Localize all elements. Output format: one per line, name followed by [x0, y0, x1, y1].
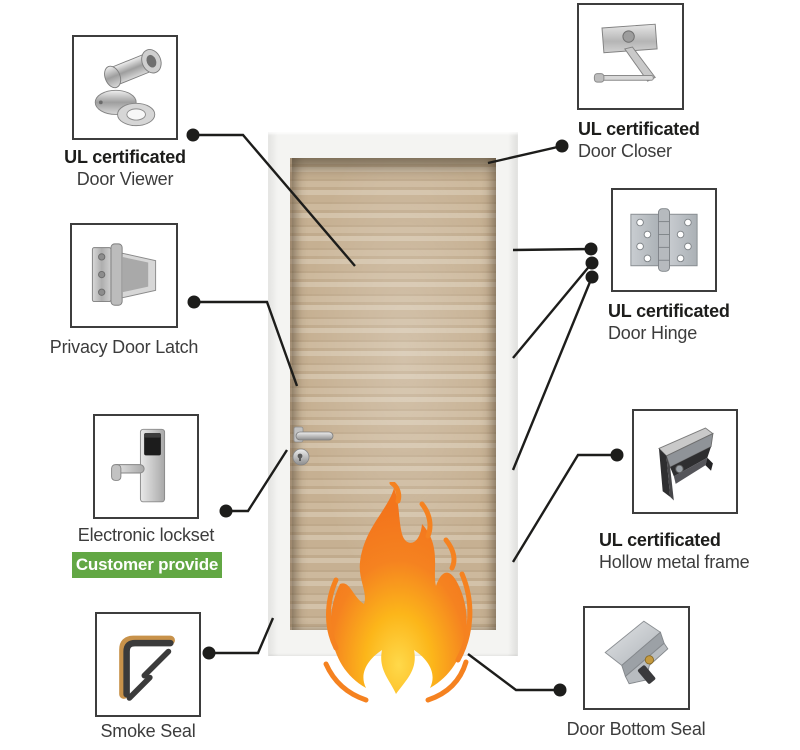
electronic-lockset-icon [111, 428, 166, 503]
leader-smoke-seal [209, 617, 275, 655]
bottom-seal-label: Door Bottom Seal [566, 719, 706, 739]
door-closer-box [577, 3, 684, 110]
callout-door-closer: UL certificated Door Closer [578, 118, 768, 162]
callout-metal-frame: UL certificated Hollow metal frame [599, 529, 799, 573]
door-viewer-box [72, 35, 178, 140]
customer-provide-badge: Customer provide [72, 552, 222, 578]
door-handle-icon [292, 426, 334, 466]
bottom-seal-box [583, 606, 690, 710]
callout-door-viewer: UL certificated Door Viewer [47, 146, 203, 190]
callout-lockset: Electronic lockset [61, 524, 231, 546]
leader-hinge-middle [512, 262, 593, 359]
door-hinge-icon [630, 208, 698, 272]
metal-frame-heading: UL certificated [599, 530, 721, 550]
smoke-seal-label: Smoke Seal [100, 721, 196, 741]
callout-smoke-seal: Smoke Seal [72, 720, 224, 742]
leader-hinge-bottom [511, 276, 594, 471]
smoke-seal-icon [119, 635, 175, 701]
privacy-door-latch-icon [91, 243, 157, 306]
privacy-latch-box [70, 223, 178, 328]
callout-door-hinge: UL certificated Door Hinge [608, 300, 798, 344]
door-hinge-label: Door Hinge [608, 323, 698, 343]
door-closer-icon [593, 23, 658, 83]
privacy-latch-label: Privacy Door Latch [49, 337, 199, 357]
door-hinge-heading: UL certificated [608, 301, 730, 321]
door-bottom-seal-icon [604, 620, 669, 685]
lockset-label: Electronic lockset [77, 525, 215, 545]
door-closer-label: Door Closer [578, 141, 672, 161]
door-viewer-label: Door Viewer [76, 169, 174, 189]
lockset-box [93, 414, 199, 519]
metal-frame-box [632, 409, 738, 514]
metal-frame-label: Hollow metal frame [599, 552, 750, 572]
hollow-metal-frame-icon [658, 427, 714, 501]
door-closer-heading: UL certificated [578, 119, 700, 139]
smoke-seal-box [95, 612, 201, 717]
door-viewer-icon [94, 49, 162, 127]
callout-privacy-latch: Privacy Door Latch [39, 336, 209, 358]
callout-bottom-seal: Door Bottom Seal [541, 718, 731, 740]
door-viewer-heading: UL certificated [64, 147, 186, 167]
door-hinge-box [611, 188, 717, 292]
leader-hinge-top [512, 247, 592, 252]
flame-icon [323, 482, 473, 703]
